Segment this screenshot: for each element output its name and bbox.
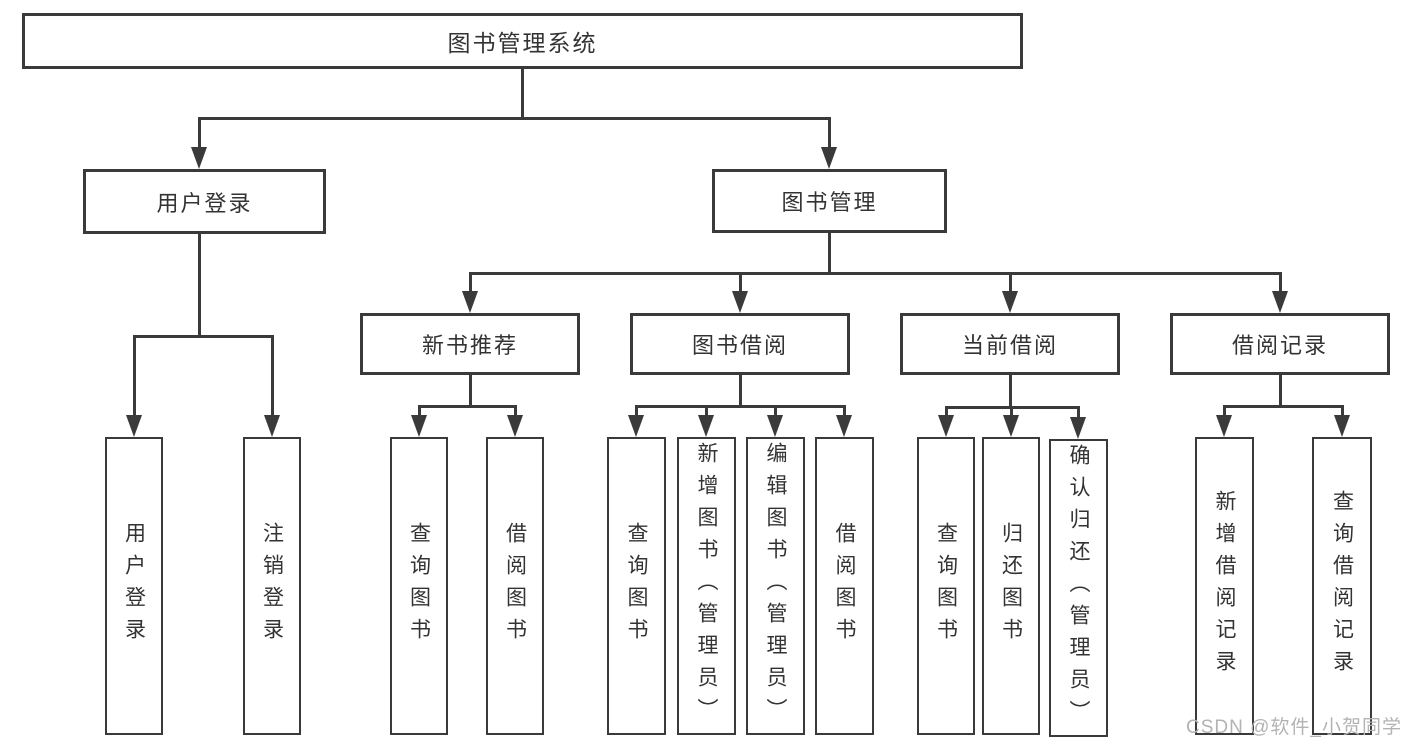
node-borrow-records: 借阅记录 xyxy=(1170,313,1390,375)
connector-drop-leaf xyxy=(514,405,517,418)
node-book-borrow: 图书借阅 xyxy=(630,313,850,375)
node-borrow-records-label: 借阅记录 xyxy=(1231,333,1328,358)
node-current-borrow: 当前借阅 xyxy=(900,313,1120,375)
arrowhead-down-icon xyxy=(628,415,644,437)
connector-new-rec-split xyxy=(418,405,517,408)
connector-drop-book-mgmt xyxy=(828,117,831,149)
arrowhead-down-icon xyxy=(1216,415,1232,437)
arrowhead-down-icon xyxy=(1003,415,1019,437)
connector-level3-split xyxy=(469,272,1282,275)
connector-drop-leaf xyxy=(1077,406,1080,418)
arrowhead-down-icon xyxy=(462,291,478,313)
leaf-records-add-record: 新增借阅记录 xyxy=(1195,437,1254,735)
leaf-records-query-record: 查询借阅记录 xyxy=(1312,437,1372,735)
connector-drop-leaf xyxy=(843,405,846,418)
connector-book-mgmt-drop xyxy=(828,233,831,274)
connector-drop-leaf xyxy=(271,335,274,417)
connector-drop-borrow xyxy=(739,272,742,293)
node-new-book-recommend: 新书推荐 xyxy=(360,313,580,375)
leaf-borrow-add-books-admin-label: 新增图书（管理员） xyxy=(695,442,718,730)
leaf-newrec-borrow-books-label: 借阅图书 xyxy=(503,522,527,650)
connector-borrow-split xyxy=(635,405,846,408)
arrowhead-down-icon xyxy=(698,415,714,437)
node-book-management-label: 图书管理 xyxy=(781,190,878,215)
connector-new-rec-drop xyxy=(469,375,472,407)
arrowhead-down-icon xyxy=(126,415,142,437)
arrowhead-down-icon xyxy=(821,147,837,169)
arrowhead-down-icon xyxy=(732,291,748,313)
node-book-borrow-label: 图书借阅 xyxy=(691,333,788,358)
leaf-borrow-borrow-books: 借阅图书 xyxy=(815,437,874,735)
leaf-current-query-books-label: 查询图书 xyxy=(934,522,958,650)
connector-drop-user-login xyxy=(198,117,201,149)
leaf-logout: 注销登录 xyxy=(243,437,301,735)
leaf-borrow-query-books: 查询图书 xyxy=(607,437,666,735)
csdn-watermark: CSDN @软件_小贺同学 xyxy=(1186,717,1402,738)
arrowhead-down-icon xyxy=(411,415,427,437)
connector-level2-split xyxy=(198,117,831,120)
connector-root-drop xyxy=(521,69,524,119)
leaf-borrow-query-books-label: 查询图书 xyxy=(625,522,648,650)
arrowhead-down-icon xyxy=(938,415,954,437)
connector-borrow-drop xyxy=(739,375,742,407)
leaf-logout-label: 注销登录 xyxy=(260,522,284,650)
leaf-borrow-edit-books-admin: 编辑图书（管理员） xyxy=(746,437,805,735)
connector-drop-leaf xyxy=(1223,405,1226,418)
arrowhead-down-icon xyxy=(1272,291,1288,313)
leaf-borrow-add-books-admin: 新增图书（管理员） xyxy=(677,437,736,735)
node-user-login-label: 用户登录 xyxy=(156,190,253,216)
connector-drop-leaf xyxy=(1010,406,1013,418)
leaf-current-confirm-return-admin: 确认归还（管理员） xyxy=(1049,439,1108,737)
arrowhead-down-icon xyxy=(836,415,852,437)
arrowhead-down-icon xyxy=(507,415,523,437)
connector-current-split xyxy=(945,406,1080,409)
leaf-user-login: 用户登录 xyxy=(105,437,163,735)
leaf-current-return-books: 归还图书 xyxy=(982,437,1040,735)
node-new-book-recommend-label: 新书推荐 xyxy=(421,333,518,358)
connector-records-drop xyxy=(1279,375,1282,407)
arrowhead-down-icon xyxy=(1002,291,1018,313)
leaf-records-add-record-label: 新增借阅记录 xyxy=(1213,490,1236,682)
arrowhead-down-icon xyxy=(191,147,207,169)
connector-drop-records xyxy=(1279,272,1282,293)
connector-records-split xyxy=(1223,405,1344,408)
connector-drop-leaf xyxy=(945,406,948,418)
leaf-borrow-borrow-books-label: 借阅图书 xyxy=(833,522,856,650)
node-book-management: 图书管理 xyxy=(712,169,947,233)
connector-drop-leaf xyxy=(635,405,638,418)
connector-drop-leaf xyxy=(133,335,136,417)
connector-drop-leaf xyxy=(418,405,421,418)
node-current-borrow-label: 当前借阅 xyxy=(961,333,1058,358)
leaf-records-query-record-label: 查询借阅记录 xyxy=(1330,490,1354,682)
leaf-newrec-query-books-label: 查询图书 xyxy=(407,522,431,650)
node-root-label: 图书管理系统 xyxy=(447,30,598,56)
leaf-current-query-books: 查询图书 xyxy=(917,437,975,735)
connector-current-drop xyxy=(1009,375,1012,408)
connector-user-login-drop xyxy=(198,234,201,337)
connector-drop-leaf xyxy=(774,405,777,418)
connector-drop-new-rec xyxy=(469,272,472,293)
arrowhead-down-icon xyxy=(1070,417,1086,439)
arrowhead-down-icon xyxy=(264,415,280,437)
leaf-newrec-query-books: 查询图书 xyxy=(390,437,448,735)
arrowhead-down-icon xyxy=(1334,415,1350,437)
leaf-borrow-edit-books-admin-label: 编辑图书（管理员） xyxy=(764,442,787,730)
leaf-user-login-label: 用户登录 xyxy=(122,522,146,650)
connector-drop-leaf xyxy=(705,405,708,418)
leaf-current-confirm-return-admin-label: 确认归还（管理员） xyxy=(1067,444,1090,732)
connector-drop-leaf xyxy=(1341,405,1344,418)
node-user-login: 用户登录 xyxy=(83,169,326,234)
connector-drop-current xyxy=(1009,272,1012,293)
leaf-current-return-books-label: 归还图书 xyxy=(999,522,1023,650)
node-root: 图书管理系统 xyxy=(22,13,1023,69)
arrowhead-down-icon xyxy=(767,415,783,437)
connector-user-login-split xyxy=(133,335,274,338)
leaf-newrec-borrow-books: 借阅图书 xyxy=(486,437,544,735)
